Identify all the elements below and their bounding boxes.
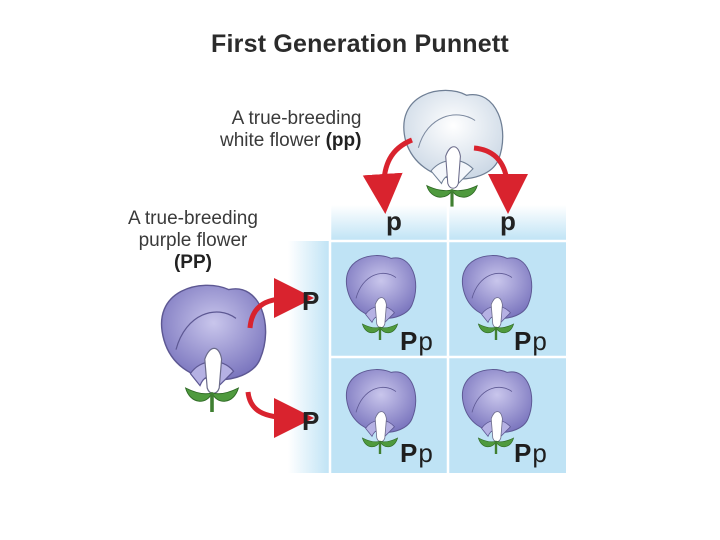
offspring-4-dominant: P xyxy=(514,438,533,468)
purple-genotype: (PP) xyxy=(173,252,212,273)
arrow-to-right-p xyxy=(473,145,528,214)
offspring-3-recessive: p xyxy=(418,438,434,468)
arrow-to-bottom-P xyxy=(245,391,314,438)
white-parent-caption: A true-breeding white flower (pp) xyxy=(220,108,361,152)
offspring-genotype-2: Pp xyxy=(514,326,548,357)
white-caption-line1: A true-breeding xyxy=(231,108,362,129)
slide-title: First Generation Punnett xyxy=(211,30,509,58)
white-caption-text: white flower xyxy=(220,130,321,151)
column-allele-1: p xyxy=(386,206,402,236)
offspring-2-recessive: p xyxy=(532,326,548,356)
offspring-3-dominant: P xyxy=(400,438,419,468)
arrow-to-left-p xyxy=(362,137,414,214)
offspring-1-dominant: P xyxy=(400,326,419,356)
offspring-4-recessive: p xyxy=(532,438,548,468)
arrow-to-top-P xyxy=(247,278,314,329)
row-allele-2: P xyxy=(302,406,320,436)
white-parent-flower xyxy=(403,89,504,207)
row-allele-1: P xyxy=(302,286,320,316)
purple-parent-caption: A true-breeding purple flower (PP) xyxy=(128,208,258,274)
offspring-genotype-4: Pp xyxy=(514,438,548,469)
offspring-genotype-3: Pp xyxy=(400,438,434,469)
offspring-1-recessive: p xyxy=(418,326,434,356)
left-allele-band xyxy=(288,241,330,473)
purple-caption-line1: A true-breeding xyxy=(128,208,258,229)
white-genotype: (pp) xyxy=(325,130,362,151)
offspring-genotype-1: Pp xyxy=(400,326,434,357)
white-caption-line2: white flower (pp) xyxy=(220,130,361,152)
offspring-2-dominant: P xyxy=(514,326,533,356)
column-allele-2: p xyxy=(500,206,516,236)
purple-caption-line2: purple flower xyxy=(138,230,248,251)
